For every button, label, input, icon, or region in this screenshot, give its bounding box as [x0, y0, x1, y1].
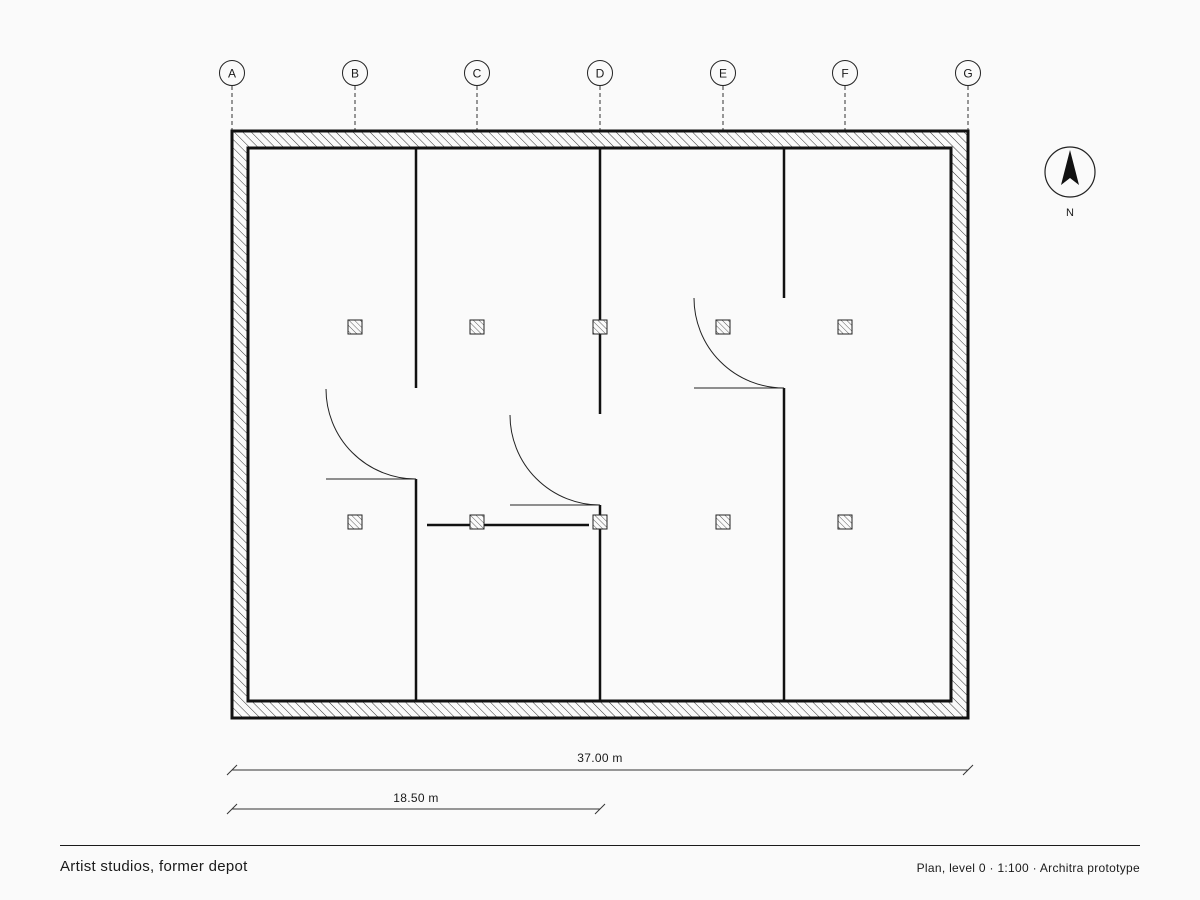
columns — [347, 319, 853, 530]
grid-label: C — [473, 67, 482, 81]
footer-divider — [60, 845, 1140, 846]
interior-partitions — [414, 148, 786, 701]
project-title: Artist studios, former depot — [60, 858, 248, 875]
door-3 — [693, 297, 785, 389]
grid-bubble — [219, 60, 245, 86]
grid-axis-a: A — [219, 60, 245, 131]
north-label: N — [1066, 207, 1074, 219]
grid-bubble — [342, 60, 368, 86]
column — [715, 319, 731, 335]
dimension-overall-label: 37.00 m — [577, 751, 622, 765]
grid-label: A — [228, 67, 236, 81]
dimension-half-label: 18.50 m — [393, 791, 438, 805]
grid-label: F — [841, 67, 848, 81]
door-2 — [509, 414, 601, 506]
column — [715, 514, 731, 530]
grid-bubble — [710, 60, 736, 86]
dimension-half — [226, 803, 606, 815]
grid-bubble — [464, 60, 490, 86]
grid-label: B — [351, 67, 359, 81]
grid-axis-g: G — [955, 60, 981, 131]
grid-axis-c: C — [464, 60, 490, 131]
column — [837, 514, 853, 530]
north-arrow-icon — [1044, 146, 1096, 198]
column — [837, 319, 853, 335]
grid-bubble — [955, 60, 981, 86]
grid-label: E — [719, 67, 727, 81]
grid-axis-f: F — [832, 60, 858, 131]
column — [347, 514, 363, 530]
grid-bubble — [832, 60, 858, 86]
grid-bubble — [587, 60, 613, 86]
sheet-info: Plan, level 0 · 1:100 · Architra prototy… — [916, 861, 1140, 875]
grid-axis-b: B — [342, 60, 368, 131]
dimension-overall — [226, 764, 974, 776]
grid-label: G — [963, 67, 972, 81]
grid-label: D — [596, 67, 605, 81]
doors — [325, 297, 785, 506]
column — [347, 319, 363, 335]
grid-axis-e: E — [710, 60, 736, 131]
column — [469, 514, 485, 530]
column — [469, 319, 485, 335]
column — [592, 514, 608, 530]
door-1 — [325, 388, 417, 480]
structural-grid: A B C D E F G — [219, 60, 981, 131]
column — [592, 319, 608, 335]
grid-axis-d: D — [587, 60, 613, 131]
